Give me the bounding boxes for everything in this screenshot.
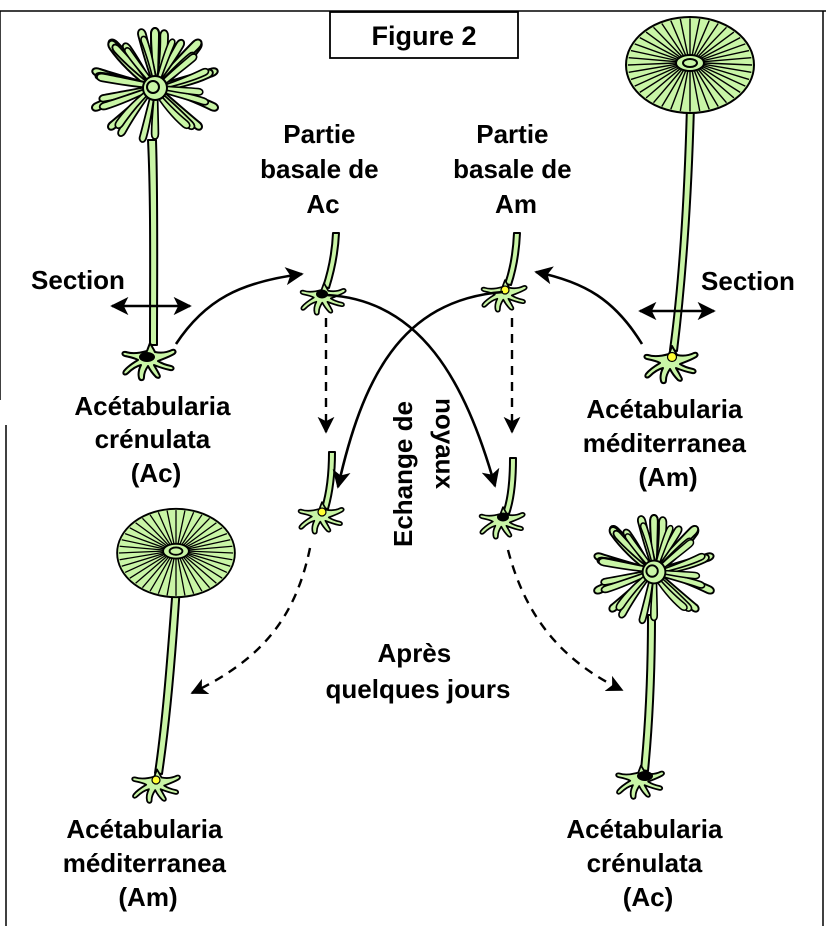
arrow-am-nucleus-exchange	[332, 290, 504, 489]
arrow-am-to-basal	[534, 266, 644, 345]
nucleus-am	[666, 351, 678, 363]
plant-am-result	[116, 507, 236, 804]
label-ac-base: Partie basale de Ac	[260, 119, 386, 219]
label-am-result: Acétabularia méditerranea (Am)	[63, 814, 234, 912]
basal-part-am-with-ac-nucleus	[478, 457, 526, 540]
nucleus-ac	[139, 352, 155, 362]
plant-ac-result	[580, 499, 715, 800]
basal-part-ac	[299, 232, 347, 316]
arrow-ac-to-basal	[174, 267, 304, 345]
basal-part-ac-with-am-nucleus	[297, 451, 345, 535]
label-section-right: Section	[701, 266, 795, 296]
label-am-source: Acétabularia méditerranea (Am)	[583, 394, 754, 492]
label-after-days: Après quelques jours	[326, 638, 511, 704]
plant-ac-source	[78, 11, 220, 382]
label-section-left: Section	[31, 265, 125, 295]
label-exchange: Echange de	[388, 401, 418, 547]
dashed-arrow-to-ac-result	[506, 549, 624, 692]
figure-title: Figure 2	[371, 21, 476, 51]
label-ac-result: Acétabularia crénulata (Ac)	[566, 814, 729, 912]
arrow-ac-nucleus-exchange	[326, 293, 500, 488]
plant-am-source	[625, 16, 755, 385]
label-exchange-2: noyaux	[430, 398, 460, 490]
basal-part-am	[480, 232, 528, 313]
label-am-base: Partie basale de Am	[453, 119, 579, 219]
label-ac-source: Acétabularia crénulata (Ac)	[74, 391, 237, 488]
dashed-arrow-to-am-result	[190, 547, 312, 695]
title-box	[329, 11, 519, 59]
